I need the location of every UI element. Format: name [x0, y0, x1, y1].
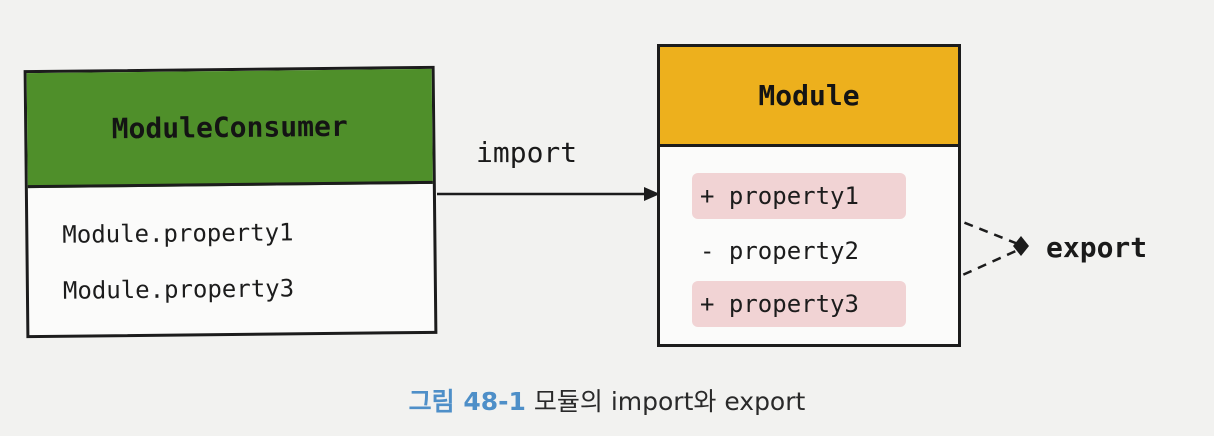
module-property1: + property1 — [692, 173, 906, 219]
figure-caption-text: 모듈의 import와 export — [533, 387, 806, 416]
module-consumer-box: ModuleConsumer Module.property1 Module.p… — [23, 65, 438, 339]
module-property2: - property2 — [700, 237, 859, 265]
figure-caption: 그림 48-1 모듈의 import와 export — [0, 382, 1214, 418]
module-property3: + property3 — [692, 281, 906, 327]
consumer-line-property1: Module.property1 — [62, 218, 294, 249]
module-box: Module + property1 - property2 + propert… — [657, 44, 961, 347]
import-arrowhead — [644, 187, 660, 201]
module-title: Module — [660, 47, 958, 147]
export-diamond — [1013, 236, 1029, 256]
export-label: export — [1046, 231, 1148, 264]
module-consumer-title: ModuleConsumer — [26, 68, 433, 189]
consumer-line-property3: Module.property3 — [62, 274, 295, 305]
figure-number: 그림 48-1 — [408, 387, 526, 416]
import-label: import — [476, 136, 578, 169]
